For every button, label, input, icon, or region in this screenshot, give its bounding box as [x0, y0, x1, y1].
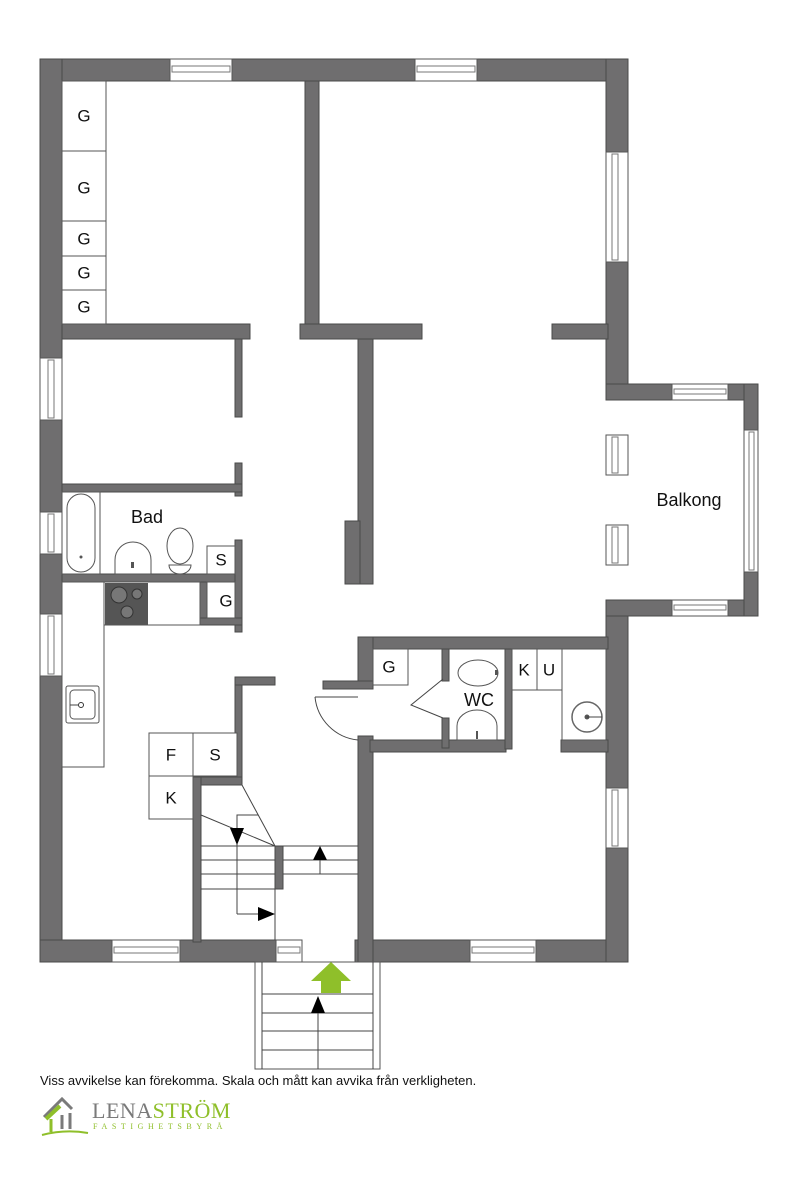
bathroom: Bad S [61, 491, 236, 575]
sink-icon [456, 709, 498, 741]
stair-arrow-icon [313, 846, 327, 860]
closet-label: G [77, 179, 90, 198]
company-logo: LENASTRÖM FASTIGHETSBYRÅ [40, 1095, 240, 1140]
toilet-icon [166, 527, 194, 565]
stair-arrow-icon [230, 828, 244, 845]
bathtub-icon [66, 493, 96, 573]
toilet-icon [457, 659, 499, 687]
closet-label: G [382, 658, 395, 677]
logo-subtitle: FASTIGHETSBYRÅ [93, 1122, 228, 1131]
closet-label: G [77, 230, 90, 249]
closet-label: K [165, 789, 177, 808]
wc-area: G WC K U [314, 648, 607, 741]
sink-icon [114, 541, 152, 575]
closet-label: G [77, 298, 90, 317]
room-label-balkong: Balkong [656, 490, 721, 510]
balcony: Balkong [656, 490, 721, 510]
interior-walls [61, 80, 609, 963]
closet-label: G [77, 264, 90, 283]
closet-label: G [77, 107, 90, 126]
room-label-bad: Bad [131, 507, 163, 527]
closet-label: S [209, 746, 220, 765]
logo-wordmark: LENASTRÖM [92, 1098, 231, 1123]
room-label-wc: WC [464, 690, 494, 710]
stove-icon [105, 583, 148, 625]
staircase [200, 784, 358, 940]
stair-arrow-icon [311, 996, 325, 1013]
closet-label: U [543, 661, 555, 680]
kitchen: G F S K [61, 581, 238, 820]
entrance-arrow-icon [311, 962, 351, 993]
closet-label: S [215, 551, 226, 570]
disclaimer-text: Viss avvikelse kan förekomma. Skala och … [40, 1073, 477, 1088]
closet-label: F [166, 746, 176, 765]
closet-label: K [518, 661, 530, 680]
wardrobe-column: G G G G G [61, 80, 107, 325]
closet-label: G [219, 592, 232, 611]
entrance-steps [254, 961, 381, 1070]
windows [39, 58, 759, 963]
stair-arrow-icon [258, 907, 275, 921]
house-logo-icon [41, 1096, 89, 1136]
